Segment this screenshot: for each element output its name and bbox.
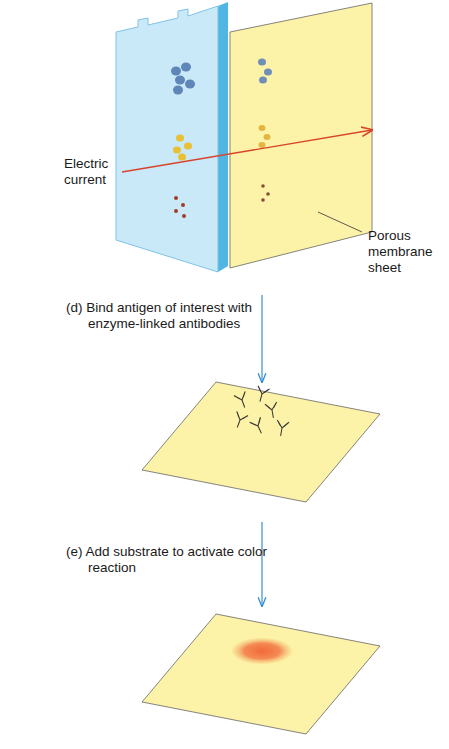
step-arrow	[261, 522, 262, 606]
membrane-bands	[258, 59, 272, 202]
leader-line	[318, 212, 362, 232]
step-caption: (d) Bind antigen of interest with enzyme…	[66, 300, 284, 332]
step-arrow	[261, 295, 262, 382]
gel	[116, 2, 228, 272]
step-caption: (e) Add substrate to activate color reac…	[66, 544, 278, 576]
current-label: Electric current	[64, 156, 122, 188]
porous-membrane	[230, 3, 372, 268]
current-arrow	[122, 130, 372, 172]
membrane-label: Porous membrane sheet	[368, 228, 444, 276]
color-reaction-spot	[232, 638, 292, 664]
developed-membrane	[142, 614, 380, 734]
enzyme-linked-antibodies	[232, 386, 289, 437]
membrane-with-antibodies	[142, 382, 380, 502]
